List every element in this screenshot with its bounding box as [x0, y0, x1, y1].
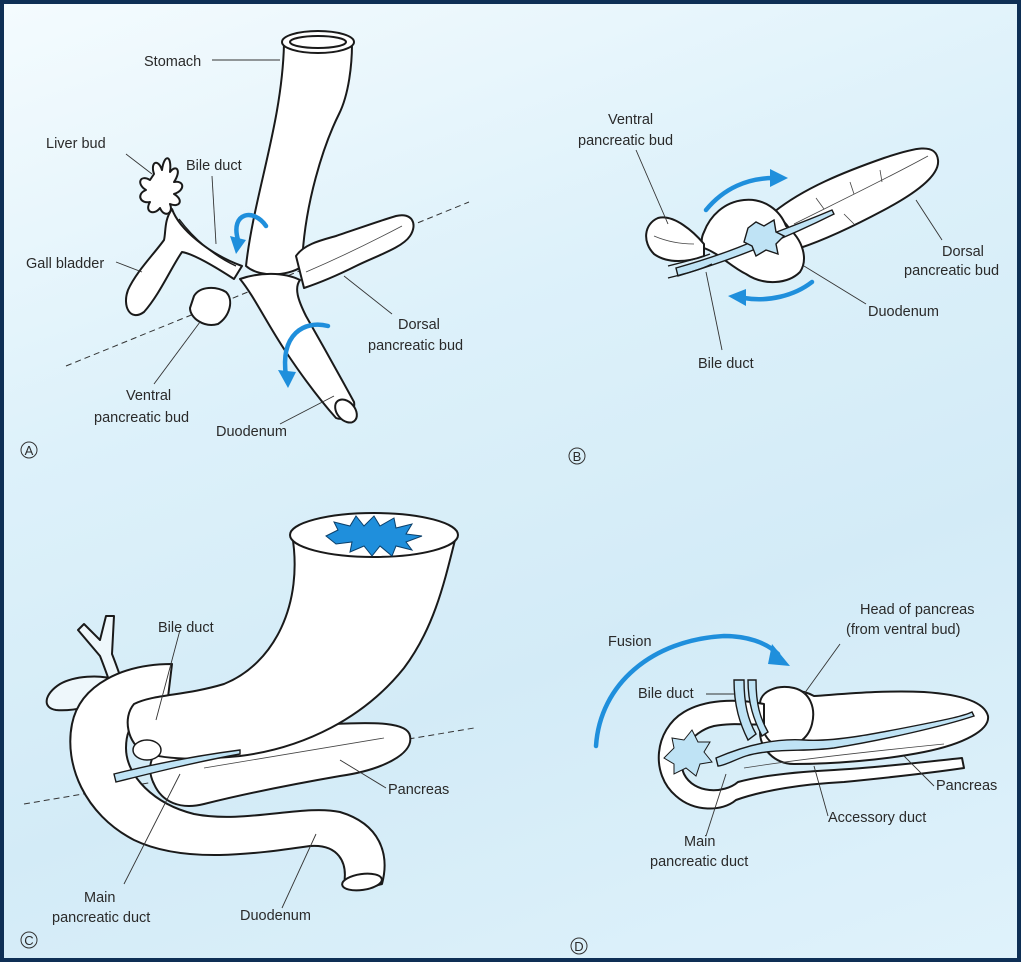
label-ventral-b-1: Ventral — [608, 112, 653, 128]
label-main-duct-d-1: Main — [684, 834, 715, 850]
pancreas-head-shape-d — [760, 687, 814, 746]
panel-a: Stomach Liver bud Bile duct Gall bladder… — [21, 31, 469, 458]
svg-text:A: A — [25, 443, 34, 458]
label-gall-bladder: Gall bladder — [26, 256, 104, 272]
label-duodenum-b: Duodenum — [868, 304, 939, 320]
label-bile-duct-d: Bile duct — [638, 686, 694, 702]
pancreas-development-diagram: Stomach Liver bud Bile duct Gall bladder… — [4, 4, 1017, 958]
label-dorsal-a-1: Dorsal — [398, 317, 440, 333]
label-head-d-1: Head of pancreas — [860, 602, 974, 618]
label-head-d-2: (from ventral bud) — [846, 622, 960, 638]
svg-text:B: B — [573, 449, 582, 464]
label-duodenum-c: Duodenum — [240, 908, 311, 924]
panel-c: Bile duct Pancreas Main pancreatic duct … — [21, 513, 474, 948]
label-duodenum-a: Duodenum — [216, 424, 287, 440]
label-dorsal-b-2: pancreatic bud — [904, 263, 999, 279]
label-main-duct-c-2: pancreatic duct — [52, 910, 150, 926]
label-pancreas-d: Pancreas — [936, 778, 997, 794]
label-bile-duct-b: Bile duct — [698, 356, 754, 372]
label-accessory-duct: Accessory duct — [828, 810, 926, 826]
label-dorsal-b-1: Dorsal — [942, 244, 984, 260]
label-bile-duct-c: Bile duct — [158, 620, 214, 636]
label-stomach: Stomach — [144, 54, 201, 70]
label-pancreas-c: Pancreas — [388, 782, 449, 798]
liver-bud-shape — [140, 158, 182, 214]
rotation-arrow-b2 — [744, 282, 812, 299]
label-main-duct-c-1: Main — [84, 890, 115, 906]
dorsal-bud-shape — [296, 215, 414, 288]
duodenum-shape-a — [240, 274, 354, 419]
ventral-bud-shape-a — [190, 288, 230, 325]
label-bile-duct-a: Bile duct — [186, 158, 242, 174]
label-ventral-a-2: pancreatic bud — [94, 410, 189, 426]
label-main-duct-d-2: pancreatic duct — [650, 854, 748, 870]
ventral-bud-shape-b — [646, 217, 704, 261]
label-ventral-b-2: pancreatic bud — [578, 133, 673, 149]
label-dorsal-a-2: pancreatic bud — [368, 338, 463, 354]
label-ventral-a-1: Ventral — [126, 388, 171, 404]
label-fusion: Fusion — [608, 634, 652, 650]
label-liver-bud: Liver bud — [46, 136, 106, 152]
panel-b: Ventral pancreatic bud Dorsal pancreatic… — [569, 112, 999, 464]
stomach-shape-c — [128, 534, 456, 759]
svg-text:D: D — [574, 939, 583, 954]
panel-d: Fusion Head of pancreas (from ventral bu… — [571, 602, 997, 954]
svg-text:C: C — [24, 933, 33, 948]
